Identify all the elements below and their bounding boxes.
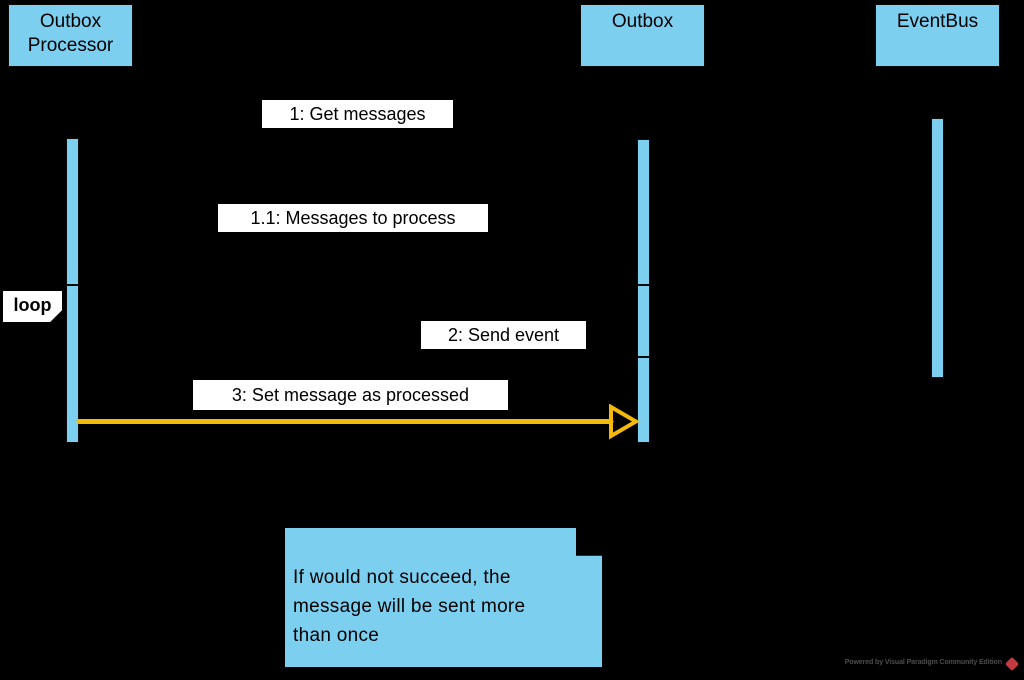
loop-fragment-label: loop	[3, 291, 62, 322]
activation-bar-outbox-processor-2	[66, 285, 79, 443]
visual-paradigm-logo-icon	[1004, 656, 1020, 672]
message-label-1-1: 1.1: Messages to process	[218, 204, 488, 232]
participant-label: Outbox	[611, 11, 674, 32]
activation-bar-outbox-processor-1	[66, 138, 79, 285]
watermark-text: Powered by Visual Paradigm Community Edi…	[844, 659, 1002, 666]
activation-bar-outbox-2	[637, 285, 650, 357]
participant-label: Processor	[27, 35, 114, 56]
activation-bar-eventbus	[931, 118, 944, 378]
participant-outbox-processor: Outbox Processor	[8, 4, 133, 67]
message-label-1: 1: Get messages	[262, 100, 453, 128]
note-box: If would not succeed, the message will b…	[285, 528, 602, 667]
message-label-2: 2: Send event	[421, 321, 586, 349]
participant-outbox: Outbox	[580, 4, 705, 67]
message-3-arrow	[76, 404, 640, 440]
participant-label: Outbox	[39, 11, 102, 32]
participant-label: EventBus	[896, 11, 979, 32]
message-label-3: 3: Set message as processed	[193, 380, 508, 410]
note-text: If would not succeed, the message will b…	[293, 567, 526, 646]
activation-bar-outbox-3	[637, 357, 650, 443]
open-arrowhead-icon	[609, 404, 640, 440]
participant-eventbus: EventBus	[875, 4, 1000, 67]
activation-bar-outbox-1	[637, 139, 650, 285]
